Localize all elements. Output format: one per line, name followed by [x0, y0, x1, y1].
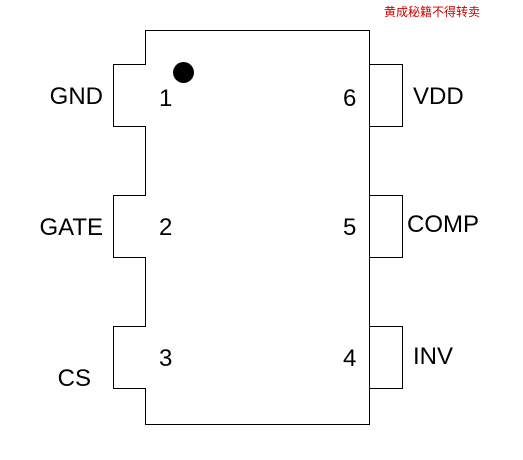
- pin-label-vdd: VDD: [413, 83, 464, 110]
- pin-lead-3: [113, 326, 146, 389]
- chip-body: [145, 30, 370, 425]
- pin-lead-4: [370, 326, 403, 389]
- pin-number-5: 5: [343, 214, 357, 241]
- pin-label-comp: COMP: [407, 211, 479, 238]
- watermark-text: 黄成秘籍不得转卖: [384, 5, 481, 19]
- pin-lead-6: [370, 64, 403, 127]
- pin-number-2: 2: [159, 214, 173, 241]
- pin-label-gate: GATE: [39, 214, 103, 241]
- pin-number-3: 3: [159, 345, 173, 372]
- pin-lead-2: [113, 195, 146, 258]
- pin1-indicator-dot: [173, 62, 194, 83]
- pin-lead-1: [113, 64, 146, 127]
- pin-label-inv: INV: [413, 343, 454, 370]
- pin-lead-5: [370, 195, 403, 258]
- pin-label-gnd: GND: [49, 83, 103, 110]
- pin-label-cs: CS: [57, 365, 91, 392]
- pin-number-6: 6: [343, 85, 357, 112]
- pin-number-4: 4: [343, 345, 357, 372]
- pin-number-1: 1: [159, 85, 173, 112]
